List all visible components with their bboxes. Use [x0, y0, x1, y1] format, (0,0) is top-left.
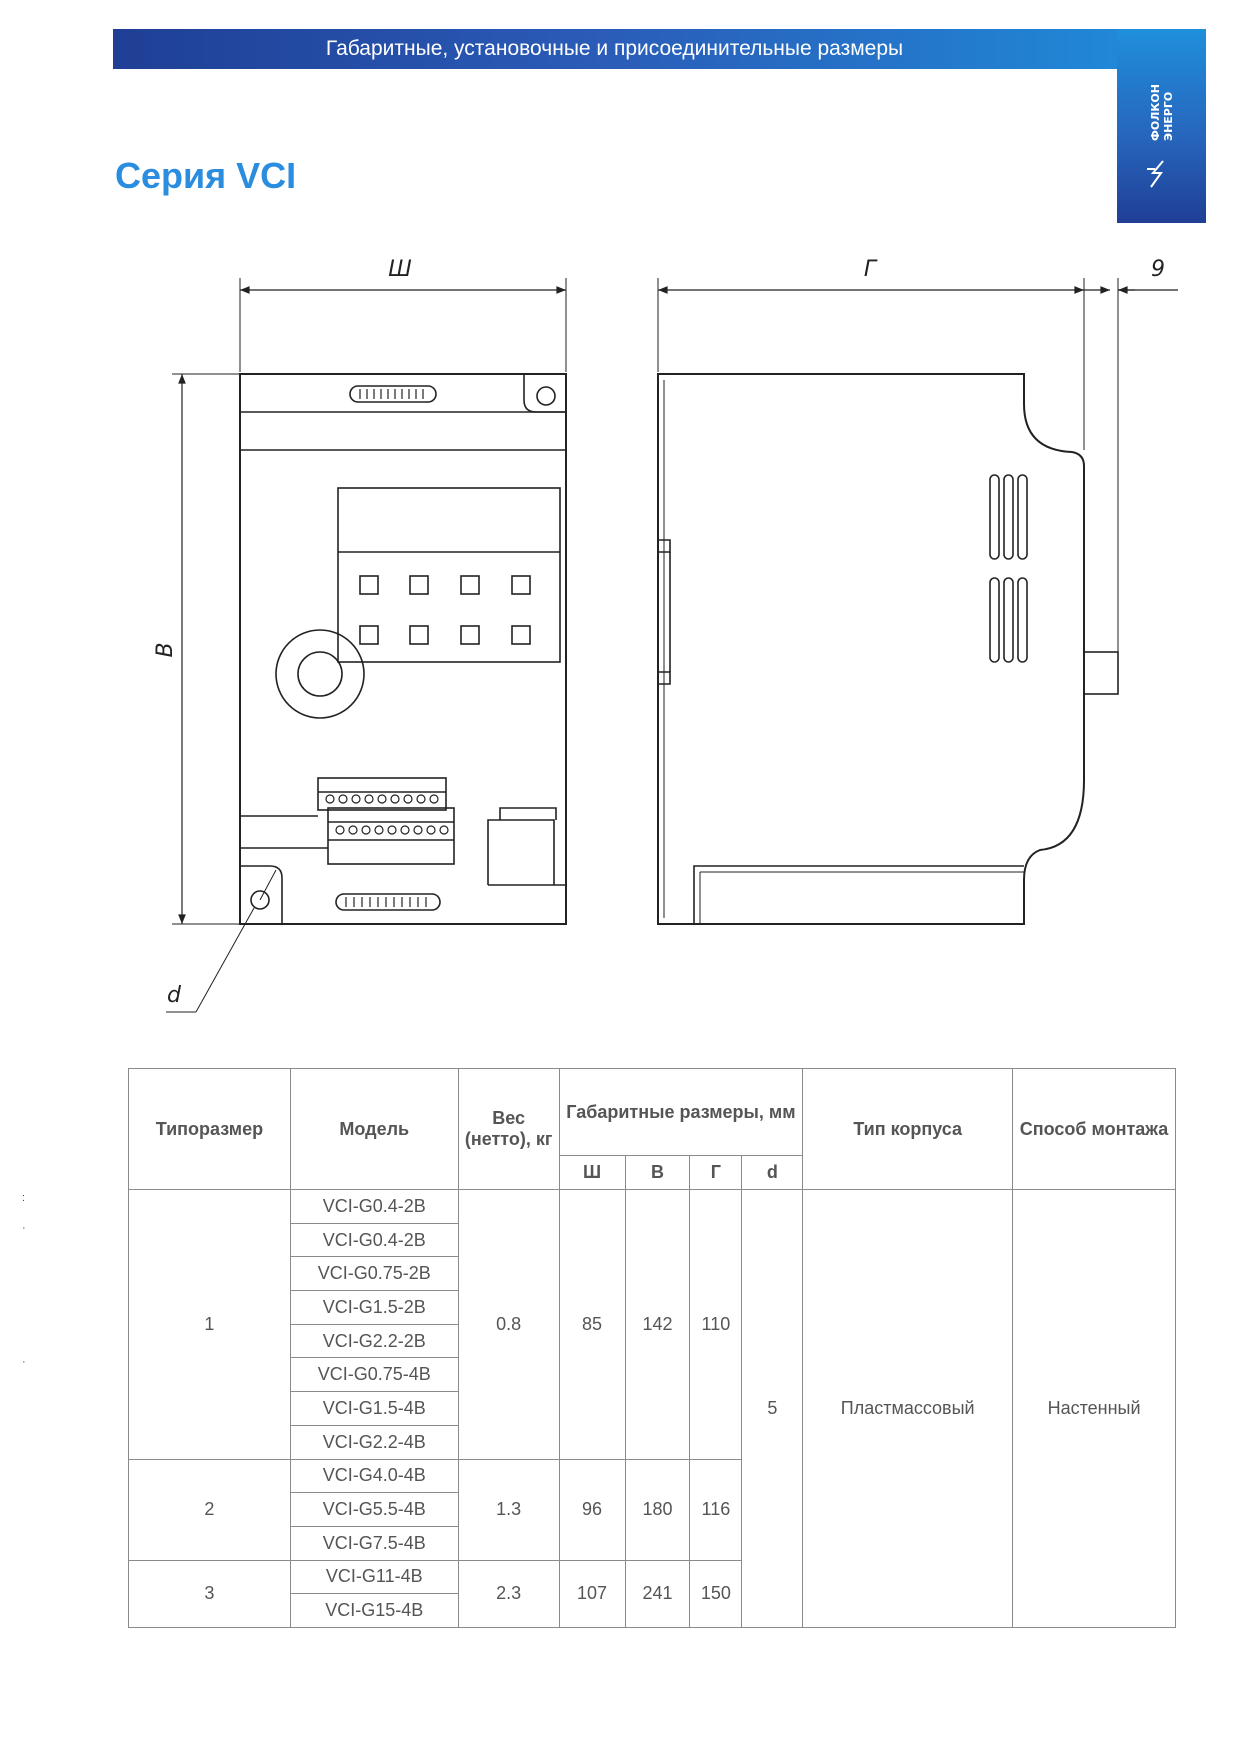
header-weight: Вес (нетто), кг — [457, 1068, 560, 1190]
cell-d: 5 — [741, 1189, 804, 1628]
dim-label-hole: d — [167, 983, 182, 1008]
header-bar: Габаритные, установочные и присоединител… — [113, 29, 1206, 69]
cell-h: 142 — [624, 1189, 691, 1460]
header-d: d — [741, 1155, 804, 1190]
table-row: VCI-G15-4B — [129, 1593, 1176, 1628]
cell-model: VCI-G0.75-4B — [289, 1357, 459, 1393]
dim-label-depth: Г — [864, 257, 878, 282]
cell-w: 85 — [558, 1189, 626, 1460]
cell-size: 2 — [128, 1458, 291, 1561]
cell-depth: 116 — [689, 1458, 743, 1561]
front-view — [166, 278, 567, 1013]
cell-model: VCI-G15-4B — [289, 1593, 459, 1628]
cell-model: VCI-G5.5-4B — [289, 1492, 459, 1527]
header-title: Габаритные, установочные и присоединител… — [325, 37, 904, 60]
brand-tab: ФОЛКОН ЭНЕРГО — [1117, 29, 1206, 223]
cell-model: VCI-G0.4-2B — [289, 1222, 459, 1258]
table-row: VCI-G0.75-2B — [129, 1256, 1176, 1292]
table-row: VCI-G0.75-4B — [129, 1357, 1176, 1393]
cell-model: VCI-G1.5-4B — [289, 1391, 459, 1426]
cell-weight: 1.3 — [457, 1458, 560, 1561]
cell-model: VCI-G1.5-2B — [289, 1290, 459, 1325]
cell-model: VCI-G2.2-4B — [289, 1424, 459, 1460]
table-row: VCI-G7.5-4B — [129, 1525, 1176, 1561]
cell-size: 3 — [128, 1559, 291, 1628]
cell-weight: 0.8 — [457, 1189, 560, 1460]
cell-mount: Настенный — [1012, 1189, 1176, 1628]
brand-logo: ФОЛКОН ЭНЕРГО — [1147, 84, 1175, 188]
technical-drawing: Ш В Г 9 d — [153, 257, 1178, 1013]
header-case: Тип корпуса — [802, 1068, 1014, 1190]
table-row: VCI-G1.5-2B — [129, 1290, 1176, 1325]
table-row: VCI-G2.2-4B — [129, 1424, 1176, 1460]
cell-model: VCI-G2.2-2B — [289, 1323, 459, 1359]
side-mark: · — [22, 1356, 26, 1368]
cell-weight: 2.3 — [457, 1559, 560, 1628]
cell-depth: 110 — [689, 1189, 743, 1460]
cell-w: 107 — [558, 1559, 626, 1628]
cell-model: VCI-G0.4-2B — [289, 1189, 459, 1224]
header-depth: Г — [689, 1155, 743, 1190]
cell-w: 96 — [558, 1458, 626, 1561]
spec-table: Типоразмер Модель Вес (нетто), кг Габари… — [128, 1068, 1176, 1628]
side-mark: : — [22, 1192, 26, 1204]
lightning-icon — [1147, 160, 1164, 188]
cell-h: 180 — [624, 1458, 691, 1561]
table-row: VCI-G1.5-4B — [129, 1391, 1176, 1426]
header-dims: Габаритные размеры, мм — [558, 1068, 804, 1156]
table-row: VCI-G0.4-2B — [129, 1222, 1176, 1258]
cell-model: VCI-G11-4B — [289, 1559, 459, 1595]
table-row: 1 VCI-G0.4-2B 0.8 85 142 110 5 Пластмасс… — [128, 1189, 1176, 1628]
cell-model: VCI-G0.75-2B — [289, 1256, 459, 1292]
cell-model: VCI-G7.5-4B — [289, 1525, 459, 1561]
table-row: 3 VCI-G11-4B 2.3 107 241 150 — [128, 1559, 1176, 1628]
series-title: Серия VCI — [115, 155, 297, 196]
dim-label-height: В — [153, 642, 178, 657]
header-w: Ш — [558, 1155, 626, 1190]
table-row: VCI-G5.5-4B — [129, 1492, 1176, 1527]
cell-h: 241 — [624, 1559, 691, 1628]
header-size: Типоразмер — [128, 1068, 291, 1190]
cell-depth: 150 — [689, 1559, 743, 1628]
cell-model: VCI-G4.0-4B — [289, 1458, 459, 1494]
dim-label-width: Ш — [388, 257, 412, 282]
header-h: В — [624, 1155, 691, 1190]
header-model: Модель — [289, 1068, 459, 1190]
table-row: 2 VCI-G4.0-4B 1.3 96 180 116 — [128, 1458, 1176, 1561]
cell-case: Пластмассовый — [802, 1189, 1014, 1628]
header-mount: Способ монтажа — [1012, 1068, 1176, 1190]
brand-line2: ЭНЕРГО — [1162, 92, 1175, 141]
table-row: VCI-G2.2-2B — [129, 1323, 1176, 1359]
cell-size: 1 — [128, 1189, 291, 1460]
brand-line1: ФОЛКОН — [1149, 84, 1162, 141]
dim-label-extra: 9 — [1151, 257, 1165, 282]
side-view — [657, 278, 1178, 925]
side-mark: · — [22, 1222, 26, 1234]
